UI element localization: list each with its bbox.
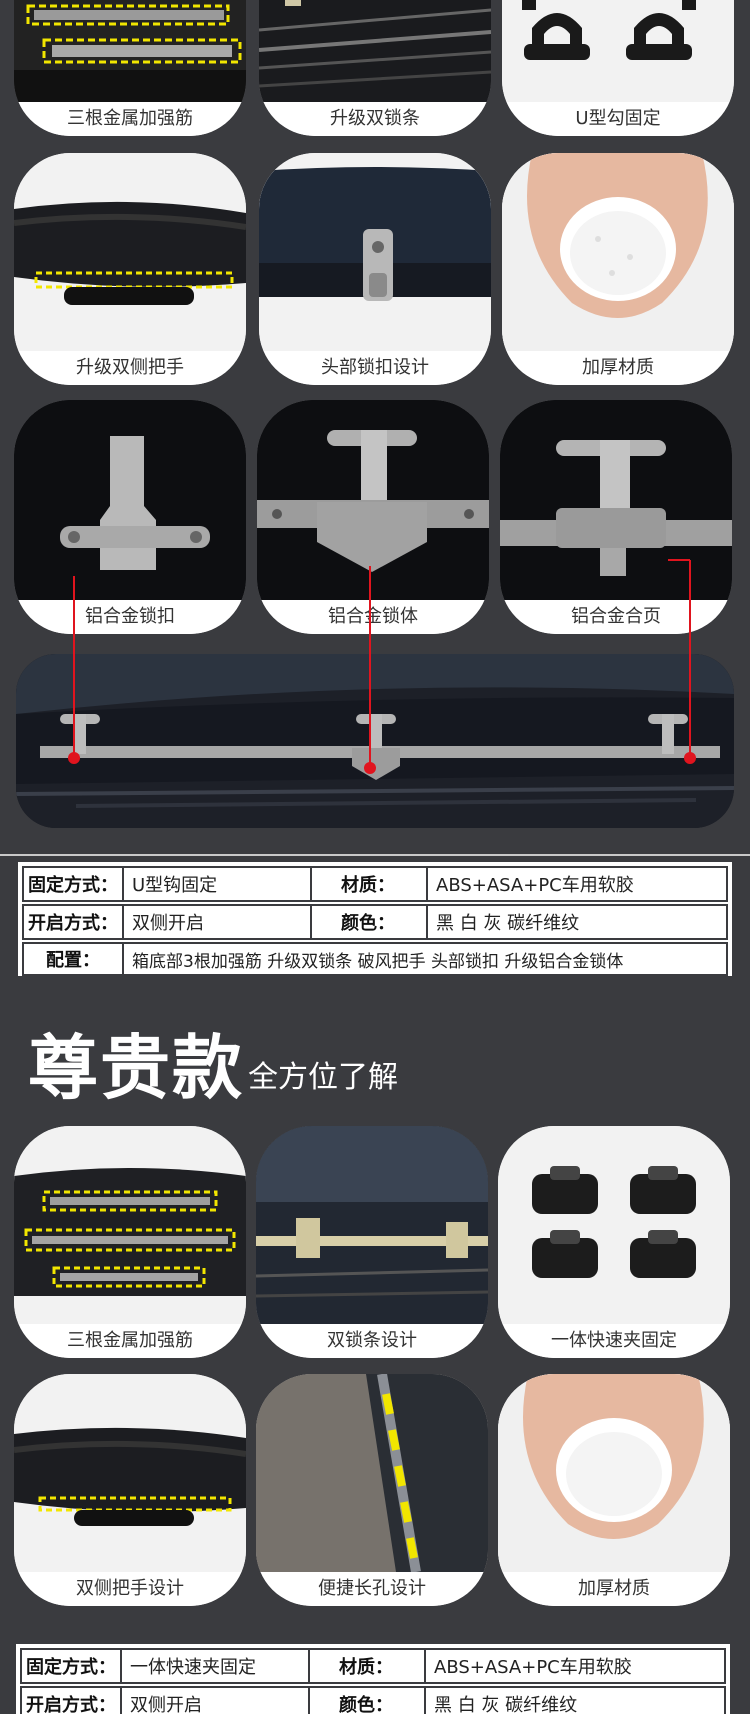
open-method-label: 开启方式： (28, 913, 118, 934)
side-handle-photo (14, 153, 246, 351)
color-label: 颜色： (339, 1695, 393, 1714)
rib-photo (14, 0, 246, 102)
fix-method-label: 固定方式： (28, 875, 118, 896)
side-handle-photo (14, 1374, 246, 1572)
feature-card: 铝合金合页 (500, 400, 732, 634)
feature-caption: 铝合金锁体 (257, 600, 489, 634)
config-label: 配置： (46, 950, 100, 971)
feature-caption: 加厚材质 (502, 351, 734, 385)
feature-caption: 铝合金合页 (500, 600, 732, 634)
aluminum-hinge-photo (500, 400, 732, 600)
feature-caption: 一体快速夹固定 (498, 1324, 730, 1358)
material-granules-photo (498, 1374, 730, 1572)
roof-box-side-view (16, 654, 734, 828)
premium-subtitle: 全方位了解 (248, 1060, 398, 1095)
spec-row: 开启方式： 双侧开启 颜色： 黑 白 灰 碳纤维纹 (20, 1686, 726, 1714)
u-hook-photo (502, 0, 734, 102)
feature-card: 升级双侧把手 (14, 153, 246, 385)
feature-card: 便捷长孔设计 (256, 1374, 488, 1606)
feature-card: 加厚材质 (498, 1374, 730, 1606)
material-value: ABS+ASA+PC车用软胶 (434, 1657, 632, 1678)
spec-table-standard: 固定方式： U型钩固定 材质： ABS+ASA+PC车用软胶 开启方式： 双侧开… (16, 860, 734, 978)
open-method-value: 双侧开启 (130, 1695, 202, 1714)
spec-row: 固定方式： U型钩固定 材质： ABS+ASA+PC车用软胶 (22, 866, 728, 902)
feature-caption: 铝合金锁扣 (14, 600, 246, 634)
feature-caption: 升级双侧把手 (14, 351, 246, 385)
material-granules-photo (502, 153, 734, 351)
spec-row: 配置： 箱底部3根加强筋 升级双锁条 破风把手 头部锁扣 升级铝合金锁体 (22, 942, 728, 976)
open-method-value: 双侧开启 (132, 913, 204, 934)
divider (0, 854, 750, 856)
feature-card: 双侧把手设计 (14, 1374, 246, 1606)
open-method-label: 开启方式： (26, 1695, 116, 1714)
spec-table-premium: 固定方式： 一体快速夹固定 材质： ABS+ASA+PC车用软胶 开启方式： 双… (14, 1642, 732, 1714)
feature-caption: U型勾固定 (502, 102, 734, 136)
material-label: 材质： (341, 875, 395, 896)
feature-caption: 双侧把手设计 (14, 1572, 246, 1606)
feature-caption: 双锁条设计 (256, 1324, 488, 1358)
dual-lock-strip-photo (256, 1126, 488, 1324)
fix-method-label: 固定方式： (26, 1657, 116, 1678)
color-value: 黑 白 灰 碳纤维纹 (436, 913, 580, 934)
quick-clamp-photo (498, 1126, 730, 1324)
long-slot-photo (256, 1374, 488, 1572)
material-value: ABS+ASA+PC车用软胶 (436, 875, 634, 896)
config-value: 箱底部3根加强筋 升级双锁条 破风把手 头部锁扣 升级铝合金锁体 (132, 951, 624, 972)
head-latch-photo (259, 153, 491, 351)
feature-card: 一体快速夹固定 (498, 1126, 730, 1358)
feature-caption: 三根金属加强筋 (14, 1324, 246, 1358)
color-label: 颜色： (341, 913, 395, 934)
feature-card: U型勾固定 (502, 0, 734, 136)
spec-row: 固定方式： 一体快速夹固定 材质： ABS+ASA+PC车用软胶 (20, 1648, 726, 1684)
feature-card: 加厚材质 (502, 153, 734, 385)
feature-card: 三根金属加强筋 (14, 1126, 246, 1358)
aluminum-latch-photo (14, 400, 246, 600)
color-value: 黑 白 灰 碳纤维纹 (434, 1695, 578, 1714)
feature-caption: 便捷长孔设计 (256, 1572, 488, 1606)
lock-strip-photo (259, 0, 491, 102)
material-label: 材质： (339, 1657, 393, 1678)
feature-caption: 加厚材质 (498, 1572, 730, 1606)
feature-caption: 三根金属加强筋 (14, 102, 246, 136)
fix-method-value: U型钩固定 (132, 875, 218, 896)
feature-card: 铝合金锁体 (257, 400, 489, 634)
spec-row: 开启方式： 双侧开启 颜色： 黑 白 灰 碳纤维纹 (22, 904, 728, 940)
feature-card: 双锁条设计 (256, 1126, 488, 1358)
feature-caption: 头部锁扣设计 (259, 351, 491, 385)
fix-method-value: 一体快速夹固定 (130, 1657, 256, 1678)
feature-card: 三根金属加强筋 (14, 0, 246, 136)
feature-card: 铝合金锁扣 (14, 400, 246, 634)
feature-caption: 升级双锁条 (259, 102, 491, 136)
feature-card: 头部锁扣设计 (259, 153, 491, 385)
premium-title: 尊贵款 (28, 1027, 244, 1109)
feature-card: 升级双锁条 (259, 0, 491, 136)
rib-photo (14, 1126, 246, 1324)
aluminum-lock-body-photo (257, 400, 489, 600)
